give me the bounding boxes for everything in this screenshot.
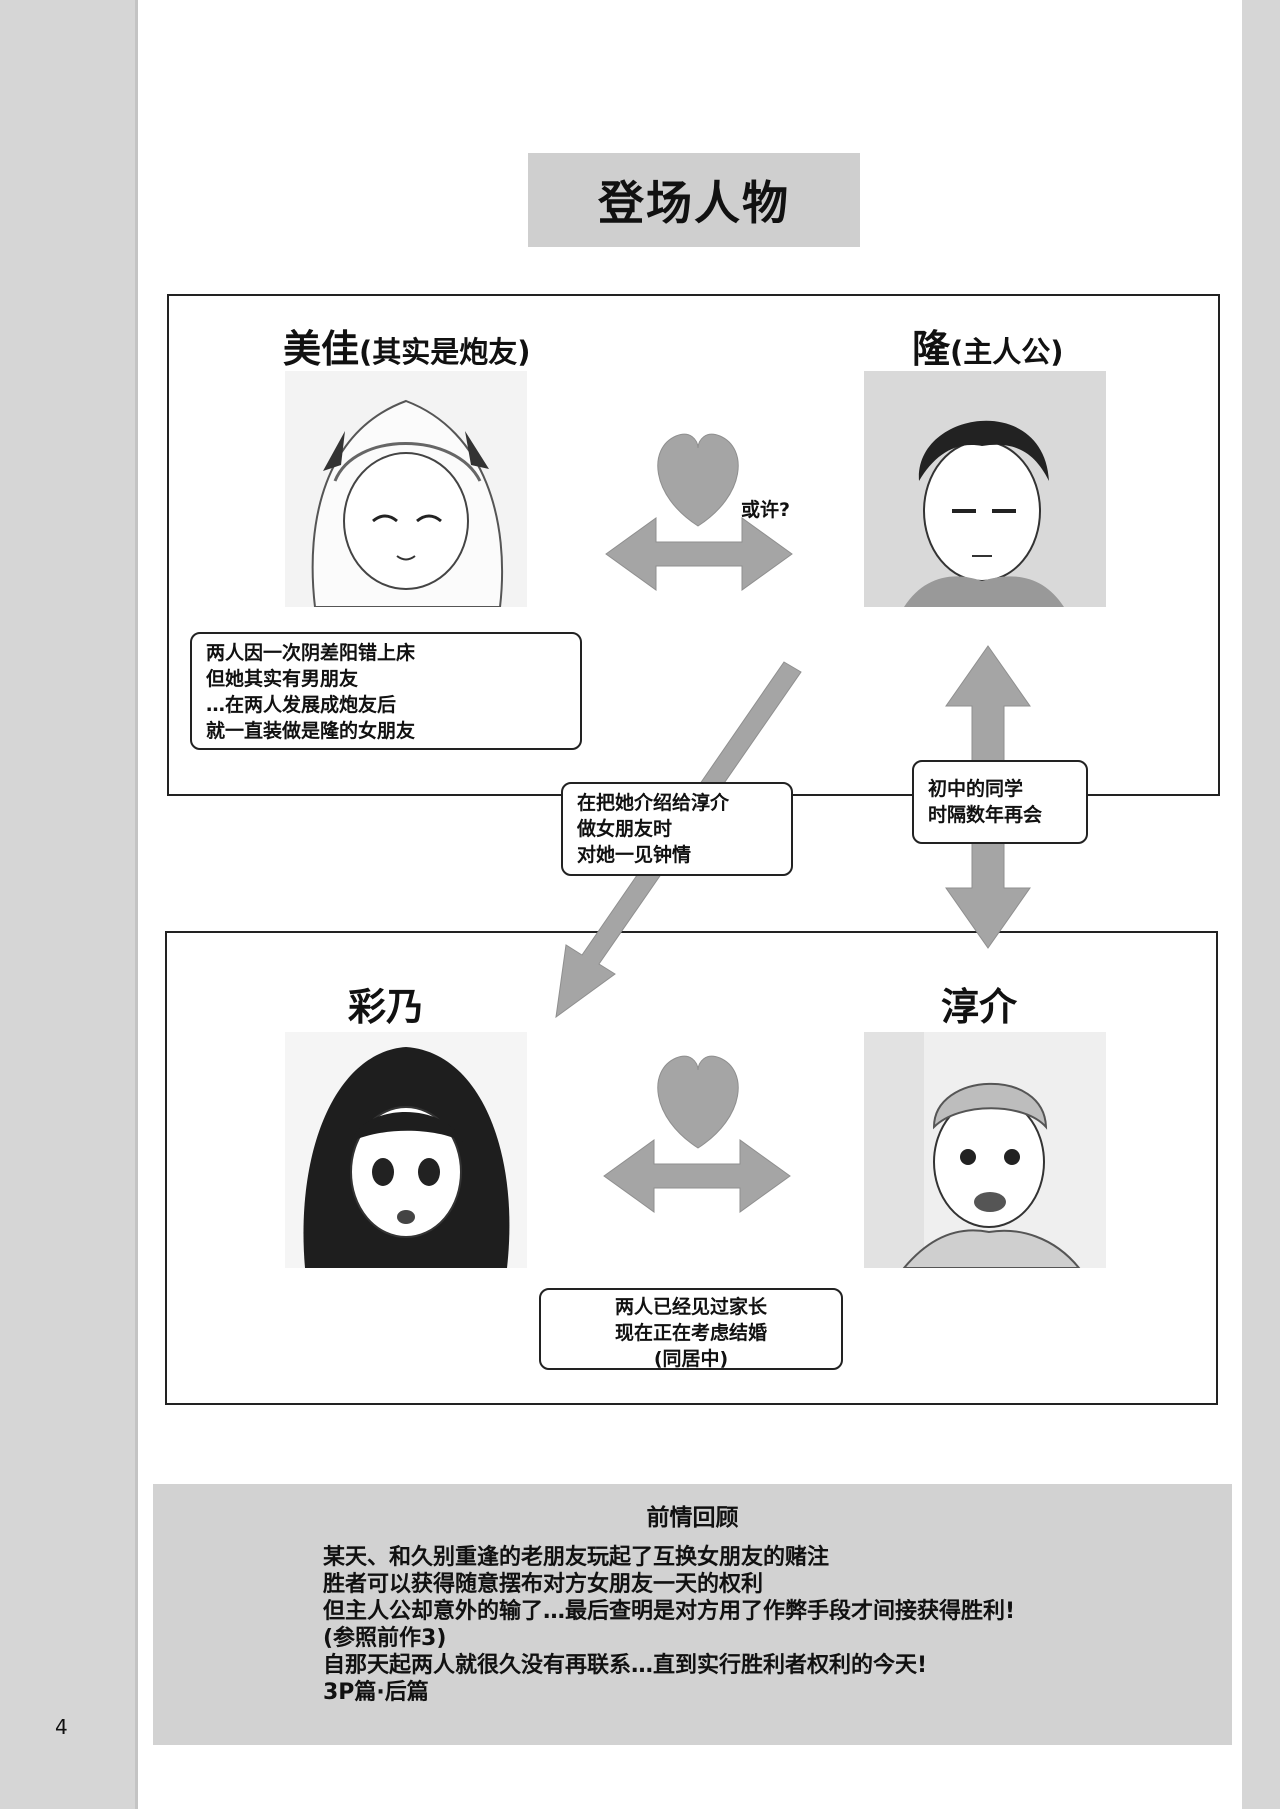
note-line: 就一直装做是隆的女朋友 xyxy=(206,720,416,742)
recap-line: 3P篇·后篇 xyxy=(323,1680,429,1705)
classmate-note: 初中的同学 时隔数年再会 xyxy=(912,760,1088,844)
char-name-mika: 美佳(其实是炮友) xyxy=(283,318,531,373)
portrait-mika xyxy=(285,371,527,607)
intro-note: 在把她介绍给淳介 做女朋友时 对她一见钟情 xyxy=(561,782,793,876)
mika-relation-note: 两人因一次阴差阳错上床 但她其实有男朋友 …在两人发展成炮友后 就一直装做是隆的… xyxy=(190,632,582,750)
junsuke-name: 淳介 xyxy=(941,985,1018,1029)
portrait-junsuke xyxy=(864,1032,1106,1268)
char-name-takashi: 隆(主人公) xyxy=(912,318,1064,373)
portrait-ayano xyxy=(285,1032,527,1268)
page-number: 4 xyxy=(55,1715,68,1739)
mika-name: 美佳 xyxy=(283,327,360,371)
note-line: 但她其实有男朋友 xyxy=(206,668,359,690)
recap-title: 前情回顾 xyxy=(646,1505,739,1531)
note-line: (同居中) xyxy=(653,1348,729,1370)
note-line: …在两人发展成炮友后 xyxy=(206,694,397,716)
recap-line: 胜者可以获得随意摆布对方女朋友一天的权利 xyxy=(323,1572,764,1597)
recap-line: 自那天起两人就很久没有再联系…直到实行胜利者权利的今天! xyxy=(323,1653,928,1678)
maybe-label: 或许? xyxy=(741,499,791,521)
ayano-name: 彩乃 xyxy=(348,985,425,1029)
recap-line: 某天、和久别重逢的老朋友玩起了互换女朋友的赌注 xyxy=(323,1545,830,1570)
char-name-ayano: 彩乃 xyxy=(348,976,424,1031)
takashi-name: 隆 xyxy=(912,327,951,371)
recap-box: 前情回顾 某天、和久别重逢的老朋友玩起了互换女朋友的赌注 胜者可以获得随意摆布对… xyxy=(153,1484,1232,1745)
note-line: 两人已经见过家长 xyxy=(614,1296,767,1318)
heart-icon-top xyxy=(657,433,739,527)
note-line: 在把她介绍给淳介 xyxy=(577,792,730,814)
recap-text: 某天、和久别重逢的老朋友玩起了互换女朋友的赌注 胜者可以获得随意摆布对方女朋友一… xyxy=(323,1544,1015,1706)
right-margin-bar xyxy=(1242,0,1280,1809)
couple-note: 两人已经见过家长 现在正在考虑结婚 (同居中) xyxy=(539,1288,843,1370)
note-line: 现在正在考虑结婚 xyxy=(614,1322,767,1344)
heart-icon-bottom xyxy=(657,1055,739,1149)
note-line: 初中的同学 xyxy=(928,778,1024,800)
recap-line: (参照前作3) xyxy=(323,1626,447,1651)
recap-line: 但主人公却意外的输了…最后查明是对方用了作弊手段才间接获得胜利! xyxy=(323,1599,1016,1624)
note-line: 时隔数年再会 xyxy=(928,804,1043,826)
note-line: 两人因一次阴差阳错上床 xyxy=(206,642,416,664)
note-line: 做女朋友时 xyxy=(577,818,673,840)
mika-role: (其实是炮友) xyxy=(359,335,531,369)
left-margin-bar xyxy=(0,0,138,1809)
page-title: 登场人物 xyxy=(528,153,860,247)
double-arrow-bottom xyxy=(603,1139,791,1213)
takashi-role: (主人公) xyxy=(950,335,1064,369)
note-line: 对她一见钟情 xyxy=(577,844,692,866)
double-arrow-top xyxy=(605,517,793,591)
portrait-takashi xyxy=(864,371,1106,607)
char-name-junsuke: 淳介 xyxy=(941,976,1017,1031)
